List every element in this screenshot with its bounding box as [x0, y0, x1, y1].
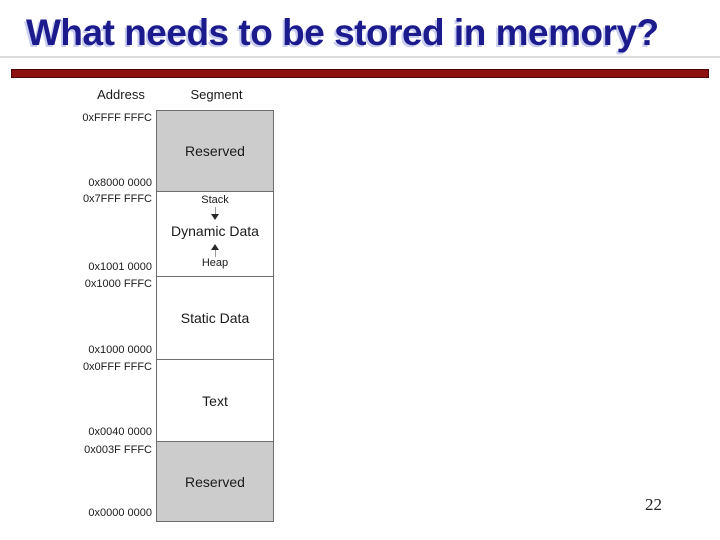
page-title: What needs to be stored in memory? — [26, 12, 659, 53]
reserved-bottom-label: Reserved — [185, 473, 245, 490]
address-label-0040-0000: 0x0040 0000 — [88, 426, 152, 438]
heap-label: Heap — [201, 257, 229, 269]
stack-growth-stem — [214, 207, 216, 214]
text-segment-label: Text — [202, 392, 228, 409]
segment-stack-heap-region: Stack Dynamic Data Heap — [156, 191, 274, 277]
segment-reserved-bottom: Reserved — [156, 441, 274, 522]
reserved-top-label: Reserved — [185, 143, 245, 159]
segment-static-data: Static Data — [156, 276, 274, 360]
arrow-down-icon — [211, 214, 219, 220]
page-number: 22 — [645, 495, 662, 514]
address-label-003f-fffc: 0x003F FFFC — [84, 444, 152, 456]
static-data-label: Static Data — [180, 310, 250, 326]
heap-growth-stem — [214, 250, 216, 257]
title-underline — [0, 56, 720, 58]
segment-text: Text — [156, 359, 274, 442]
dynamic-data-label: Dynamic Data — [171, 223, 259, 239]
accent-bar — [11, 69, 709, 78]
address-label-7fff-fffc: 0x7FFF FFFC — [82, 193, 152, 205]
address-label-1000-0000: 0x1000 0000 — [88, 344, 152, 356]
address-label-ffff-fffc: 0xFFFF FFFC — [82, 112, 152, 124]
address-label-1001-0000: 0x1001 0000 — [88, 261, 152, 273]
segment-reserved-top: Reserved — [156, 110, 274, 192]
address-label-0fff-fffc: 0x0FFF FFFC — [82, 361, 152, 373]
segment-column-header: Segment — [190, 87, 243, 102]
address-column-header: Address — [97, 87, 145, 102]
arrow-up-icon — [211, 244, 219, 250]
stack-label: Stack — [201, 194, 229, 206]
address-label-1000-fffc: 0x1000 FFFC — [84, 278, 152, 290]
address-label-8000-0000: 0x8000 0000 — [88, 177, 152, 189]
address-label-0000-0000: 0x0000 0000 — [88, 507, 152, 519]
